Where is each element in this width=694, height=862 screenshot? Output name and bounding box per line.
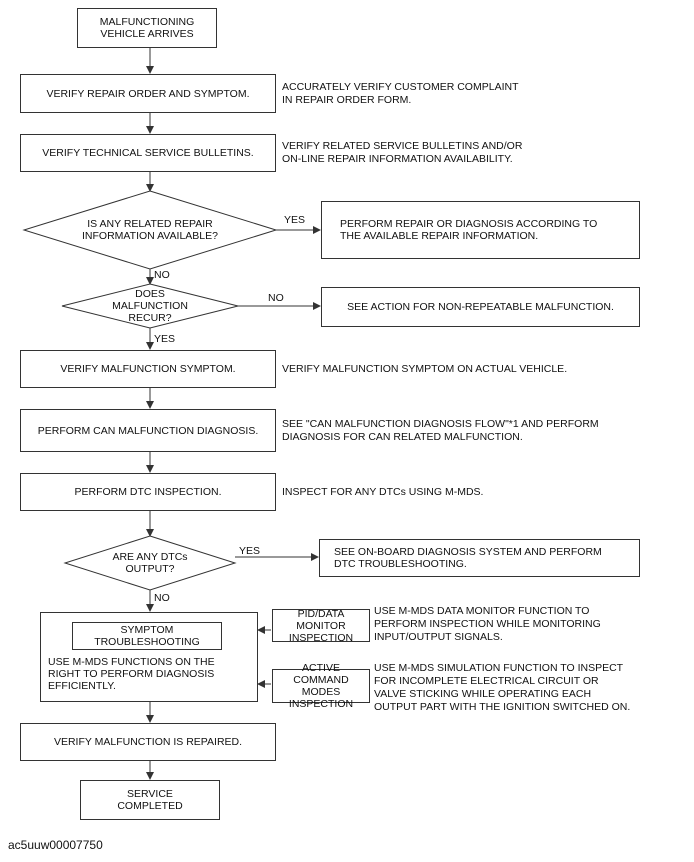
verify-tsb-box: VERIFY TECHNICAL SERVICE BULLETINS. [20, 134, 276, 172]
pid-data-monitor-note: USE M-MDS DATA MONITOR FUNCTION TO PERFO… [374, 605, 601, 643]
can-diagnosis-box: PERFORM CAN MALFUNCTION DIAGNOSIS. [20, 409, 276, 452]
onboard-diagnosis-box: SEE ON-BOARD DIAGNOSIS SYSTEM AND PERFOR… [319, 539, 640, 577]
decision-repair-info-text: IS ANY RELATED REPAIR INFORMATION AVAILA… [82, 218, 218, 242]
end-box: SERVICE COMPLETED [80, 780, 220, 820]
symptom-troubleshooting-body: USE M-MDS FUNCTIONS ON THE RIGHT TO PERF… [48, 656, 215, 692]
can-diagnosis-note: SEE "CAN MALFUNCTION DIAGNOSIS FLOW"*1 A… [282, 418, 599, 443]
symptom-troubleshooting-title: SYMPTOM TROUBLESHOOTING [72, 622, 222, 650]
dtc-inspection-note: INSPECT FOR ANY DTCs USING M-MDS. [282, 486, 484, 498]
figure-code: ac5uuw00007750 [8, 838, 103, 852]
no-label: NO [268, 292, 284, 304]
perform-repair-box: PERFORM REPAIR OR DIAGNOSIS ACCORDING TO… [321, 201, 640, 259]
yes-label: YES [239, 545, 261, 557]
active-command-note: USE M-MDS SIMULATION FUNCTION TO INSPECT… [374, 662, 631, 713]
pid-data-monitor-box: PID/DATA MONITOR INSPECTION [272, 608, 370, 644]
dtc-inspection-box: PERFORM DTC INSPECTION. [20, 473, 276, 511]
verify-repair-order-box: VERIFY REPAIR ORDER AND SYMPTOM. [20, 74, 276, 113]
yes-label: YES [284, 214, 306, 226]
verify-repaired-box: VERIFY MALFUNCTION IS REPAIRED. [20, 723, 276, 761]
symptom-troubleshooting-box: SYMPTOM TROUBLESHOOTING USE M-MDS FUNCTI… [40, 612, 258, 702]
decision-dtc-text: ARE ANY DTCs OUTPUT? [112, 551, 188, 575]
verify-tsb-note: VERIFY RELATED SERVICE BULLETINS AND/OR … [282, 140, 523, 165]
yes-label: YES [154, 333, 176, 345]
verify-repair-order-note: ACCURATELY VERIFY CUSTOMER COMPLAINT IN … [282, 81, 519, 106]
no-label: NO [154, 592, 170, 604]
decision-recur-text: DOES MALFUNCTION RECUR? [112, 288, 188, 324]
verify-symptom-box: VERIFY MALFUNCTION SYMPTOM. [20, 350, 276, 388]
active-command-box: ACTIVE COMMAND MODES INSPECTION [272, 662, 370, 710]
non-repeatable-box: SEE ACTION FOR NON-REPEATABLE MALFUNCTIO… [321, 287, 640, 327]
no-label: NO [154, 269, 170, 281]
start-box: MALFUNCTIONING VEHICLE ARRIVES [77, 8, 217, 48]
verify-symptom-note: VERIFY MALFUNCTION SYMPTOM ON ACTUAL VEH… [282, 363, 568, 375]
